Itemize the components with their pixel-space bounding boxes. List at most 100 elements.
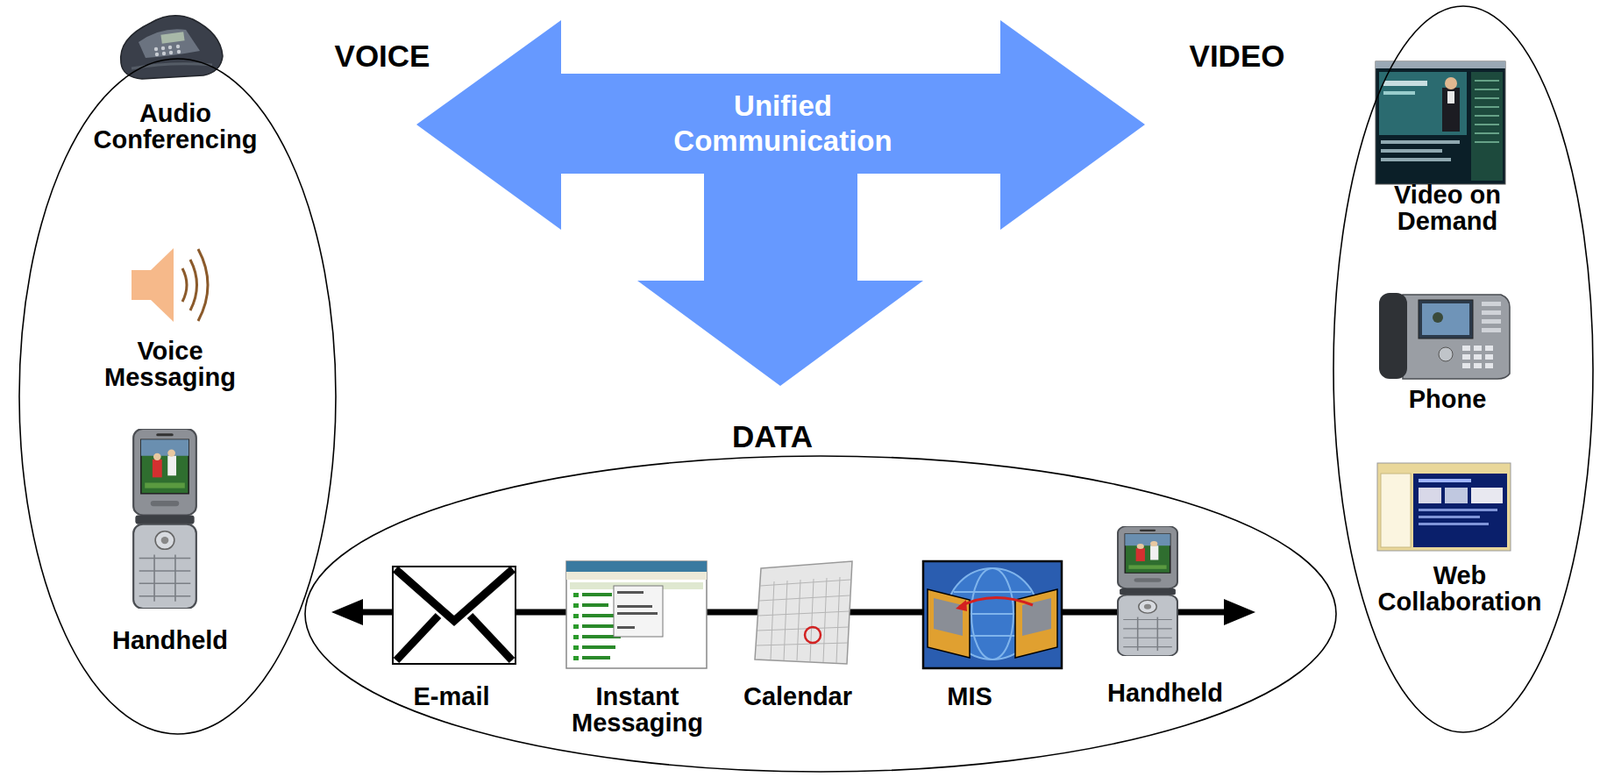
instant-messaging-window-part-part: [582, 592, 612, 597]
ip-phone-icon-part-part: [1481, 327, 1501, 333]
ip-phone-icon-part-part: [1485, 354, 1494, 360]
calendar-icon-part: [756, 576, 851, 663]
item-label-text: Instant Messaging: [562, 682, 712, 737]
web-collaboration-screenshot: [1377, 462, 1511, 551]
ip-phone-icon-part: [1438, 347, 1453, 362]
conference-phone-icon-part-part: [154, 47, 158, 51]
calendar-icon-part-part: [770, 581, 775, 660]
conference-phone-icon-part-part: [169, 50, 173, 55]
speaker-icon-part: [131, 270, 151, 300]
video-on-demand-screenshot-part-part: [1474, 79, 1500, 82]
video-on-demand-screenshot-part: [1380, 149, 1443, 153]
instant-messaging-window-part: [617, 625, 635, 629]
video-group-ellipse: VIDEOVideo on DemandPhoneWeb Collaborati…: [1332, 5, 1594, 733]
instant-messaging-window-part-part: [582, 655, 611, 660]
conference-phone-icon-part-part: [176, 44, 180, 49]
mis-network-icon: [923, 561, 1062, 669]
video-on-demand-screenshot-part-part: [1474, 141, 1500, 143]
calendar-icon-part-part: [823, 577, 827, 662]
envelope-icon-part: [469, 615, 512, 661]
group-heading: VOICE: [334, 39, 431, 74]
conference-phone-icon-part: [160, 31, 185, 44]
mis-network-icon-part: [959, 597, 1033, 607]
video-on-demand-screenshot-part: [1375, 61, 1506, 69]
ip-phone-icon-part: [1481, 301, 1501, 333]
ip-phone-icon-part-part: [1481, 301, 1501, 306]
video-on-demand-screenshot-part-part: [1474, 114, 1500, 117]
item-label-text: Voice Messaging: [95, 337, 245, 392]
calendar-icon-part-part: [810, 578, 814, 662]
instant-messaging-window-part: [617, 590, 644, 594]
web-collaboration-screenshot-part: [1418, 515, 1480, 519]
arrow-outline: [416, 20, 1145, 386]
ip-phone-icon-part-part: [1473, 345, 1482, 351]
item-label: Calendar: [732, 682, 864, 711]
item-label-text: Web Collaboration: [1372, 561, 1548, 616]
video-on-demand-screenshot-part-part: [1474, 88, 1500, 91]
instant-messaging-window-part-part: [573, 603, 579, 608]
mis-network-icon-part: [933, 597, 963, 636]
group-ellipse: [1333, 6, 1593, 733]
item-label: Phone: [1390, 385, 1505, 413]
instant-messaging-window-part-part: [582, 613, 618, 618]
instant-messaging-window-part-part: [573, 645, 579, 650]
speaker-icon: [131, 248, 208, 322]
calendar-icon: [754, 561, 853, 664]
item-label: Instant Messaging: [562, 682, 712, 737]
envelope-icon-part: [395, 568, 513, 621]
conference-phone-icon-part-part: [168, 45, 172, 50]
web-collaboration-screenshot-part: [1418, 478, 1472, 483]
mis-network-icon-part: [1015, 589, 1058, 658]
three-way-arrow-shape: [416, 20, 1145, 386]
item-label: Handheld: [99, 626, 241, 655]
mis-network-icon-part: [955, 599, 968, 612]
video-on-demand-screenshot-part-part: [1474, 123, 1500, 126]
web-collaboration-screenshot-part: [1377, 462, 1511, 551]
speaker-icon-part: [182, 268, 187, 302]
ip-phone-icon-part-part: [1485, 362, 1494, 369]
web-collaboration-screenshot-part: [1413, 473, 1508, 548]
video-on-demand-screenshot-part: [1375, 61, 1506, 185]
video-on-demand-screenshot-part: [1380, 157, 1451, 162]
envelope-icon: [392, 566, 516, 664]
item-label: Voice Messaging: [95, 337, 245, 392]
calendar-icon-part: [754, 561, 853, 664]
mis-network-icon-part: [953, 590, 1032, 593]
video-on-demand-screenshot-part: [1471, 71, 1503, 181]
conference-phone-icon: [120, 15, 223, 79]
instant-messaging-window-part-part: [582, 624, 614, 628]
item-label-text: Audio Conferencing: [83, 99, 268, 154]
group-outline: [304, 455, 1337, 773]
calendar-icon-part: [804, 626, 821, 643]
ip-phone-icon-part-part: [1481, 319, 1501, 324]
calendar-icon-part-part: [796, 579, 801, 661]
web-collaboration-screenshot-part: [1444, 487, 1468, 504]
instant-messaging-window-part-part: [573, 592, 579, 598]
ip-phone-icon-part-part: [1473, 354, 1482, 360]
web-collaboration-screenshot-part: [1380, 473, 1411, 548]
ip-phone-icon-part: [1462, 345, 1494, 369]
item-label: MIS: [921, 682, 1018, 711]
video-on-demand-screenshot-part: [1383, 91, 1416, 95]
conference-phone-icon-part-part: [162, 51, 166, 56]
instant-messaging-window-part-part: [573, 634, 579, 640]
calendar-icon-part-part: [759, 595, 850, 601]
three-way-arrow: Unified Communication: [416, 20, 1145, 386]
speaker-icon-part: [198, 248, 208, 321]
instant-messaging-window: [566, 561, 707, 669]
ip-phone-icon-part: [1379, 292, 1408, 379]
mis-network-icon-part: [923, 561, 1062, 669]
conference-phone-icon-part-part: [161, 46, 165, 50]
item-label: Web Collaboration: [1372, 561, 1548, 616]
group-ellipse: [305, 455, 1337, 772]
video-on-demand-screenshot-part-part: [1474, 97, 1500, 100]
ip-phone-icon: [1379, 292, 1510, 379]
instant-messaging-window-part: [566, 561, 707, 572]
web-collaboration-screenshot-part: [1418, 487, 1442, 504]
instant-messaging-window-part: [617, 611, 658, 615]
envelope-icon-part: [392, 566, 516, 664]
video-on-demand-screenshot-part-part: [1474, 106, 1500, 108]
item-label-text: Handheld: [1095, 679, 1236, 706]
mis-network-icon-part: [927, 589, 970, 658]
